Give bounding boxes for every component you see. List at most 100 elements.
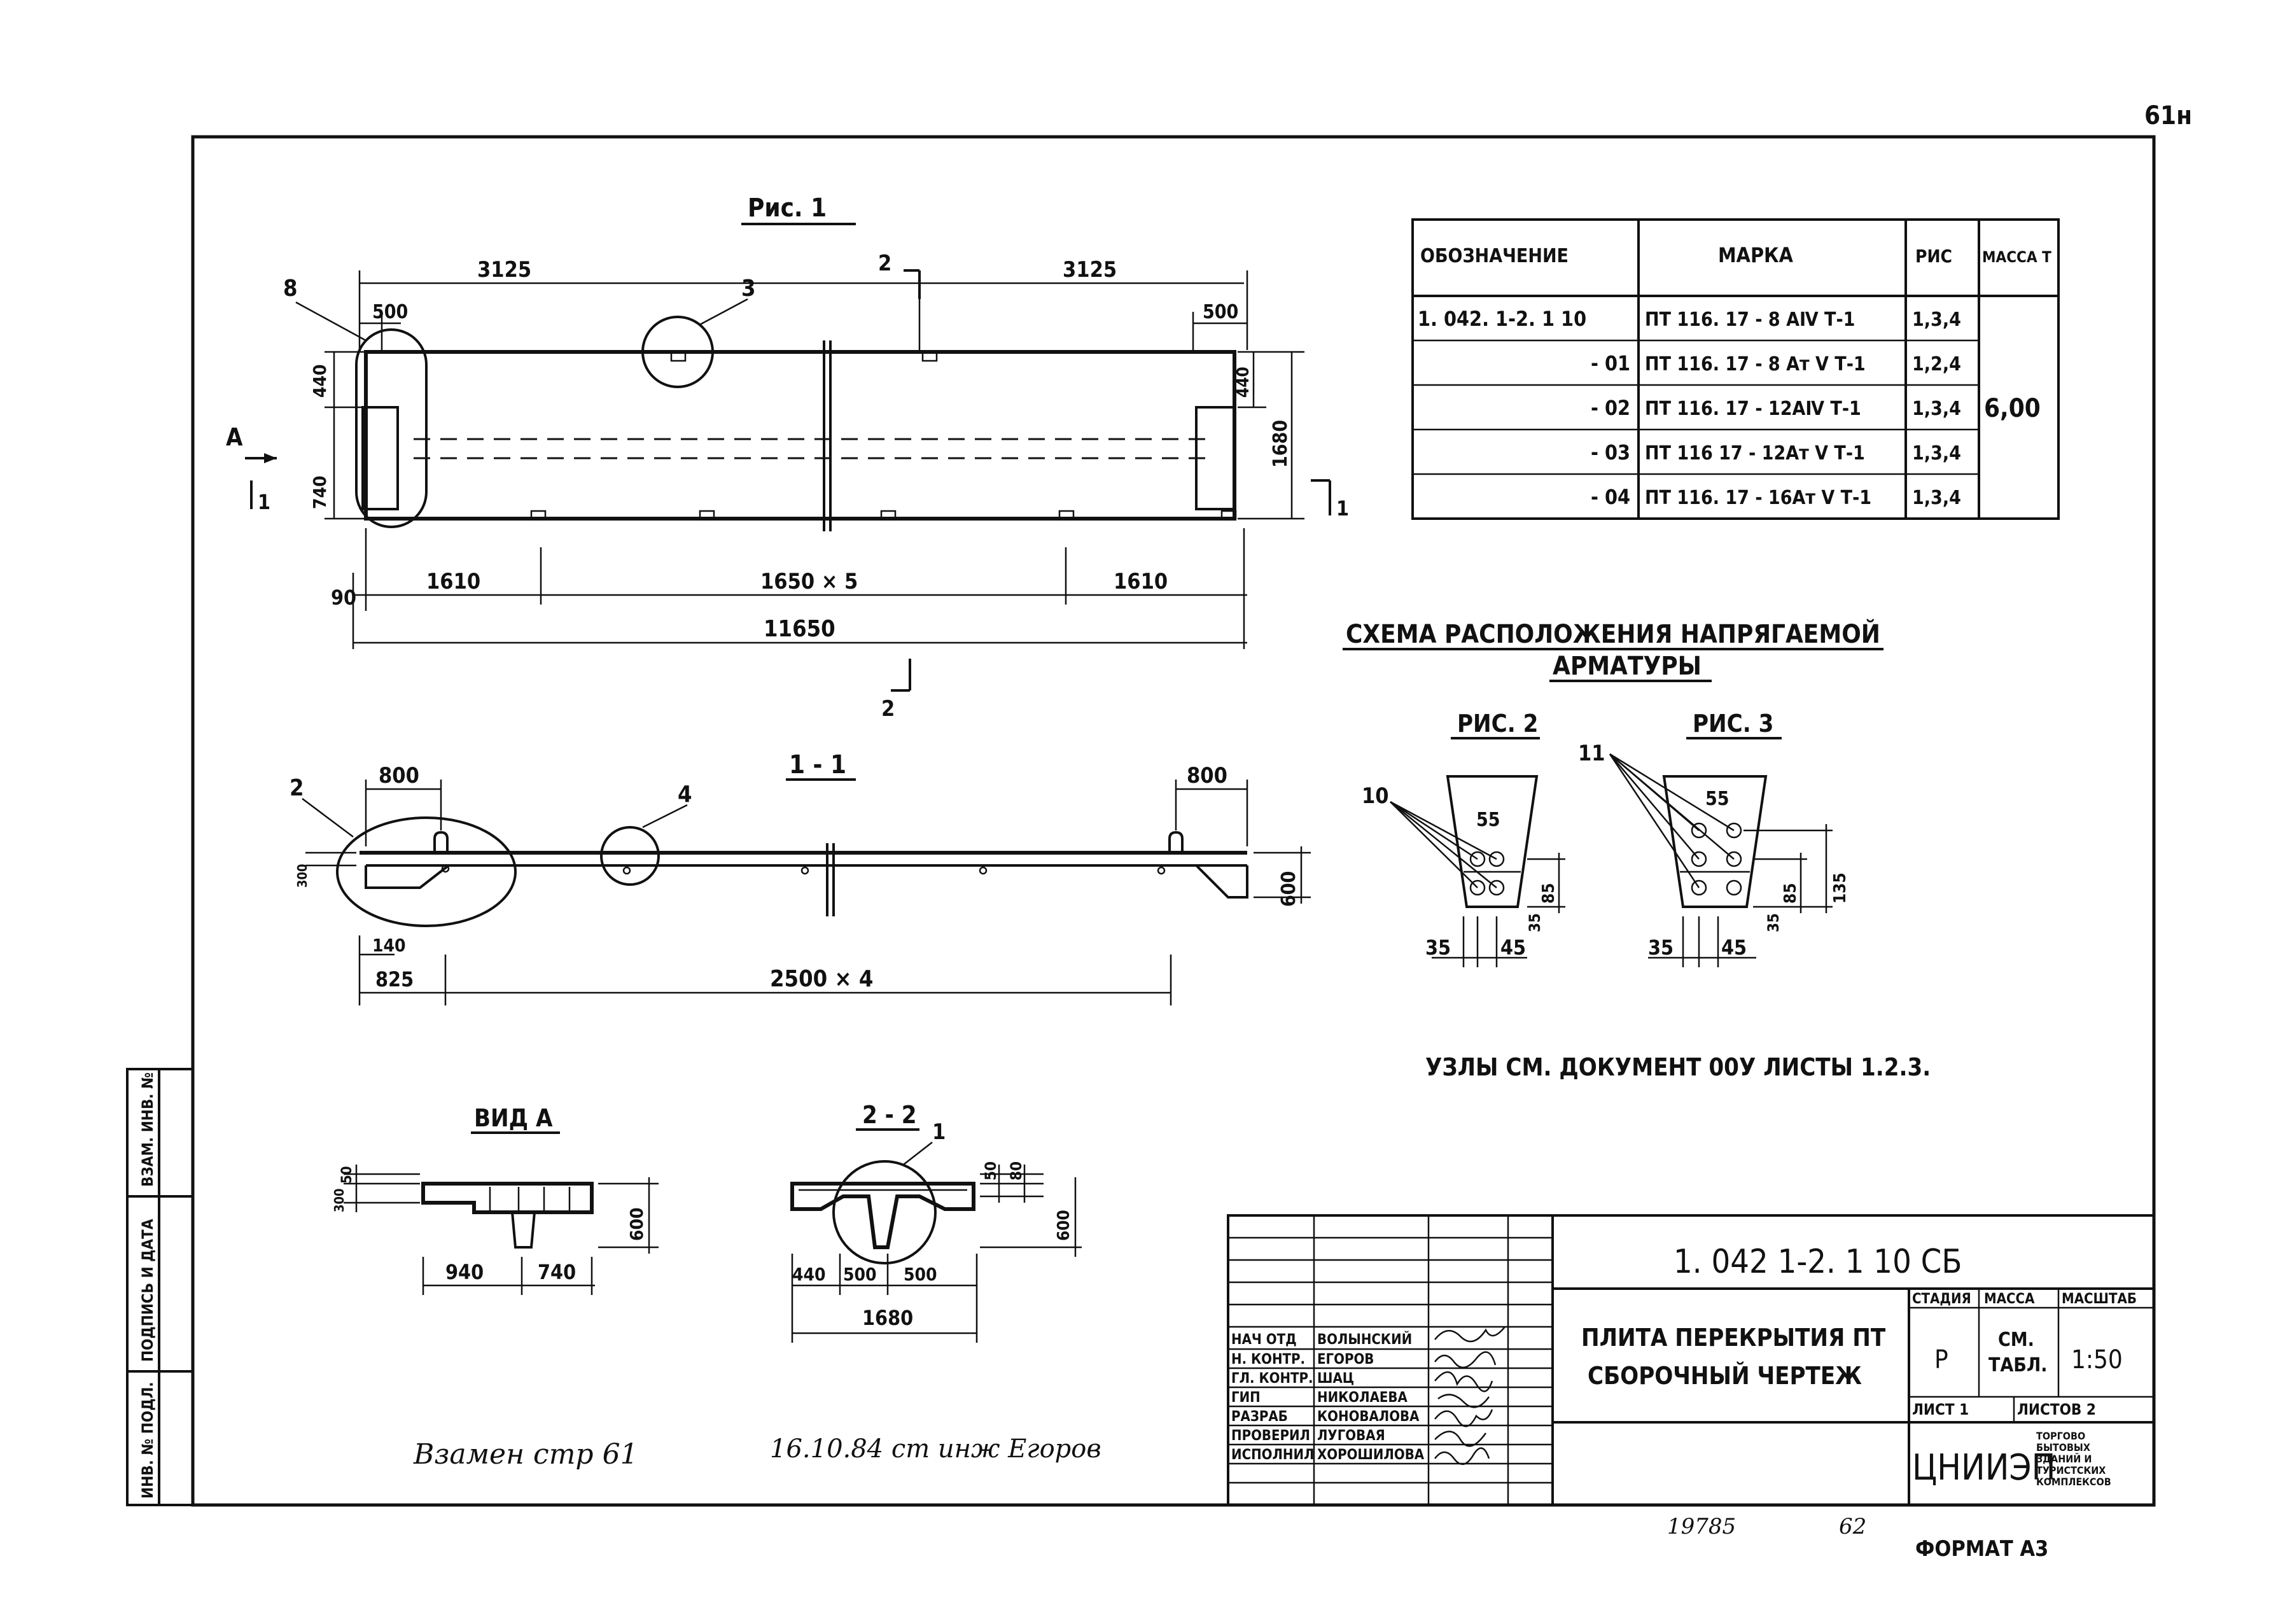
title-block: НАЧ ОТД ВОЛЫНСКИЙ Н. КОНТР. ЕГОРОВ ГЛ. К… (1227, 1214, 2155, 1506)
fig3-dim-55: 55 (1705, 788, 1729, 810)
fig1-dim-90: 90 (331, 585, 356, 610)
scheme-title-line2: АРМАТУРЫ (1553, 652, 1702, 681)
figure-1-plan: Рис. 1 8 3 3125 3125 (226, 193, 1349, 722)
spec-header-mark: МАРКА (1718, 243, 1794, 267)
margin-replace-label: ВЗАМ. ИНВ. № (139, 1072, 157, 1187)
spec-header-fig: РИС (1915, 246, 1952, 267)
tb-mass-line1: СМ. (1998, 1329, 2034, 1351)
fig3-leader-11: 11 (1578, 741, 1605, 766)
spec-header-mass: МАССА Т (1982, 248, 2051, 266)
spec-row-mark: ПТ 116 17 - 12Ат Ⅴ Т-1 (1645, 442, 1865, 465)
sig-role: ИСПОЛНИЛ (1231, 1447, 1314, 1463)
fig1-dim-440-right: 440 (1234, 367, 1253, 398)
tb-col-stage: СТАДИЯ (1912, 1291, 1971, 1307)
fig3-dim-45: 45 (1721, 935, 1747, 960)
tb-sheet: ЛИСТ 1 (1912, 1401, 1969, 1418)
vida-title: ВИД А (474, 1104, 553, 1132)
sec11-dim-800-left: 800 (379, 763, 419, 788)
tb-org-note: ЗДАНИЙ И (2036, 1453, 2092, 1465)
tb-org-note: ТУРИСТСКИХ (2036, 1464, 2106, 1476)
sec22-dim-50: 50 (982, 1161, 1000, 1180)
spec-row-fig: 1,3,4 (1912, 442, 1961, 465)
view-a: ВИД А 50 300 600 940 740 (332, 1104, 659, 1295)
fig1-section-1-left: 1 (258, 490, 270, 514)
tb-stage-value: Р (1934, 1345, 1948, 1375)
bottom-number-1: 19785 (1667, 1514, 1736, 1539)
vida-dim-600: 600 (626, 1207, 647, 1241)
spec-row-code: 1. 042. 1-2. 1 10 (1418, 307, 1586, 331)
fig1-section-2-top: 2 (878, 251, 891, 276)
sec11-dim-600: 600 (1278, 871, 1300, 907)
fig2-title: РИС. 2 (1457, 710, 1538, 738)
fig2-dim-35-vert: 35 (1526, 913, 1544, 932)
sig-name: ВОЛЫНСКИЙ (1317, 1331, 1412, 1348)
tb-mass-line2: ТАБЛ. (1988, 1354, 2048, 1376)
fig2-dim-85: 85 (1539, 883, 1558, 904)
fig1-dim-500-left: 500 (372, 301, 408, 323)
sec11-title: 1 - 1 (789, 750, 846, 780)
sec11-dim-2500x4: 2500 × 4 (770, 966, 873, 992)
spec-row-mark: ПТ 116. 17 - 8 Ат Ⅴ Т-1 (1645, 353, 1866, 375)
spec-row-fig: 1,2,4 (1912, 353, 1961, 375)
handwritten-replace-note: Взамен стр 61 (413, 1438, 638, 1471)
fig1-section-1-right: 1 (1336, 496, 1349, 521)
spec-row-fig: 1,3,4 (1912, 487, 1961, 509)
sec22-dim-1680: 1680 (862, 1306, 913, 1330)
page-number: 61н (2144, 101, 2192, 130)
vida-dim-740: 740 (538, 1260, 576, 1284)
vida-dim-50: 50 (339, 1166, 355, 1184)
fig1-dim-440-left: 440 (309, 364, 330, 398)
sec22-dim-440: 440 (792, 1264, 826, 1285)
fig2-dim-45: 45 (1500, 935, 1526, 960)
vida-dim-300: 300 (332, 1188, 347, 1212)
tb-org: ЦНИИЭП (1912, 1447, 2055, 1488)
handwritten-date-note: 16.10.84 ст инж Егоров (770, 1434, 1101, 1464)
vida-dim-940: 940 (445, 1260, 484, 1284)
spec-table: ОБОЗНАЧЕНИЕ МАРКА РИС МАССА Т 1. 042. 1-… (1411, 218, 2060, 520)
sec22-leader-1: 1 (932, 1119, 946, 1145)
tb-org-note: КОМПЛЕКСОВ (2036, 1476, 2111, 1488)
fig1-dim-1680: 1680 (1269, 420, 1292, 468)
sec11-leader-4: 4 (678, 781, 692, 808)
section-2-2: 2 - 2 1 50 80 600 440 500 500 1680 (790, 1101, 1082, 1343)
fig1-section-2-bottom: 2 (881, 696, 895, 722)
fig1-dim-1650x5: 1650 × 5 (760, 569, 858, 594)
tb-org-note: БЫТОВЫХ (2036, 1441, 2090, 1453)
sec22-dim-500-a: 500 (843, 1264, 877, 1285)
spec-row-mark: ПТ 116. 17 - 12АⅣ Т-1 (1645, 398, 1861, 420)
spec-row-code: - 03 (1591, 440, 1630, 465)
fig2-leader-10: 10 (1362, 783, 1389, 809)
bottom-number-2: 62 (1839, 1514, 1866, 1539)
spec-row-fig: 1,3,4 (1912, 398, 1961, 420)
spec-row-code: - 01 (1591, 351, 1630, 375)
sig-role: НАЧ ОТД (1231, 1332, 1297, 1348)
sig-name: ЕГОРОВ (1317, 1352, 1374, 1368)
signature-scribbles (1434, 1326, 1506, 1465)
sig-name: НИКОЛАЕВА (1317, 1390, 1408, 1406)
spec-row-code: - 04 (1591, 485, 1630, 509)
tb-doc-code: 1. 042 1-2. 1 10 СБ (1674, 1243, 1962, 1281)
tb-sheets: ЛИСТОВ 2 (2017, 1401, 2096, 1418)
format-label: ФОРМАТ А3 (1915, 1536, 2048, 1562)
fig3-dim-35: 35 (1648, 935, 1674, 960)
fig2-dim-35: 35 (1425, 935, 1451, 960)
spec-row-mark: ПТ 116. 17 - 8 АⅣ Т-1 (1645, 309, 1855, 331)
fig3-dim-85: 85 (1781, 883, 1800, 904)
sec22-dim-500-b: 500 (904, 1264, 937, 1285)
margin-inv-label: ИНВ. № ПОДЛ. (139, 1382, 157, 1499)
sec11-dim-800-right: 800 (1187, 763, 1227, 788)
scheme-title-line1: СХЕМА РАСПОЛОЖЕНИЯ НАПРЯГАЕМОЙ (1346, 619, 1880, 649)
fig3-dim-35-vert: 35 (1764, 913, 1782, 932)
spec-header-designation: ОБОЗНАЧЕНИЕ (1420, 245, 1569, 267)
sec22-title: 2 - 2 (862, 1101, 917, 1129)
spec-row-fig: 1,3,4 (1912, 309, 1961, 331)
tb-org-note: ТОРГОВО (2036, 1430, 2085, 1442)
fig1-dim-1610-right: 1610 (1114, 569, 1168, 594)
sec11-dim-825: 825 (375, 967, 414, 991)
prestress-scheme: СХЕМА РАСПОЛОЖЕНИЯ НАПРЯГАЕМОЙ АРМАТУРЫ … (1343, 619, 1883, 967)
sig-name: КОНОВАЛОВА (1317, 1409, 1420, 1425)
fig1-view-a-label: А (226, 423, 243, 451)
tb-col-scale: МАСШТАБ (2062, 1291, 2137, 1307)
fig1-dim-740-left: 740 (309, 475, 330, 509)
sig-role: Н. КОНТР. (1231, 1352, 1305, 1368)
